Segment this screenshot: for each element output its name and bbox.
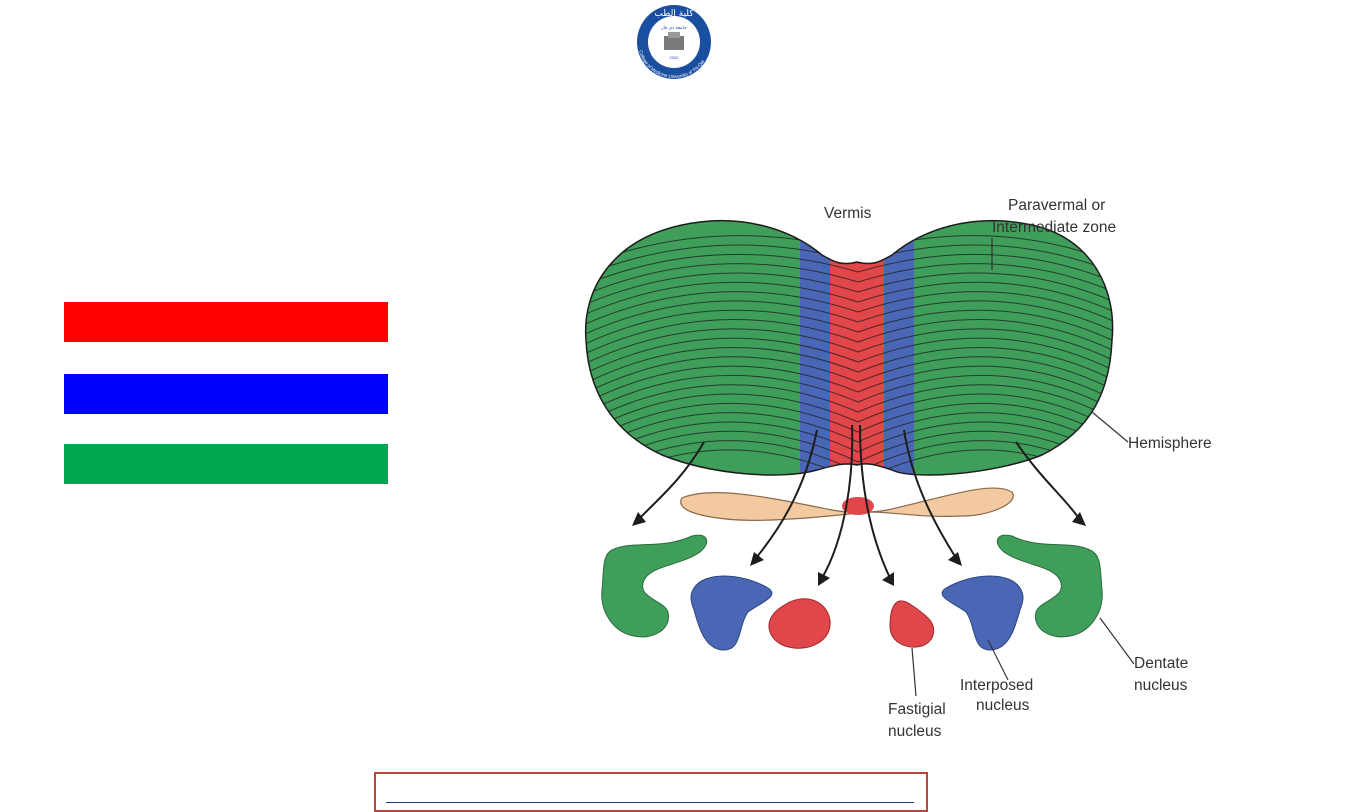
folium-line — [857, 356, 1113, 401]
folium-line — [857, 309, 1113, 351]
interposed-nucleus-left — [690, 575, 773, 651]
folium-line — [585, 356, 859, 401]
fastigial-nucleus-right — [889, 600, 935, 648]
folium-line — [585, 253, 859, 291]
folium-line — [857, 337, 1113, 381]
logo-year: 2002 — [670, 55, 680, 60]
college-logo: كلية الطب جامعة ذي قار College of Medici… — [618, 2, 730, 82]
fastigial-nucleus-left — [768, 598, 831, 649]
dentate-nucleus-right — [996, 534, 1103, 638]
label-paravermal-1: Paravermal or — [1008, 197, 1105, 214]
folium-line — [585, 347, 859, 391]
label-dentate-2: nucleus — [1134, 677, 1188, 694]
folium-line — [857, 347, 1113, 391]
folium-line — [585, 272, 859, 311]
folium-line — [857, 263, 1113, 301]
label-fastigial-2: nucleus — [888, 723, 942, 740]
label-paravermal-2: Intermediate zone — [992, 219, 1116, 236]
logo-arabic-subtitle: جامعة ذي قار — [660, 26, 686, 31]
folium-line — [585, 449, 859, 476]
label-vermis: Vermis — [824, 205, 872, 222]
projection-arrows — [637, 424, 1081, 579]
folium-line — [585, 300, 859, 341]
footer-box — [374, 772, 928, 812]
folium-line — [585, 319, 859, 361]
folium-line — [857, 449, 1113, 476]
legend-bar-blue — [64, 374, 388, 414]
cerebellum-diagram: Vermis Paravermal or Intermediate zone H… — [572, 180, 1272, 750]
folium-line — [585, 281, 859, 321]
dentate-nucleus-left — [601, 534, 708, 638]
label-interposed-2: nucleus — [976, 697, 1030, 714]
label-interposed-1: Interposed — [960, 677, 1033, 694]
folium-line — [585, 374, 859, 421]
folium-line — [857, 328, 1113, 371]
legend-bar-green — [64, 444, 388, 484]
folium-line — [857, 300, 1113, 341]
label-dentate-1: Dentate — [1134, 655, 1188, 672]
folium-line — [857, 291, 1113, 331]
folium-line — [857, 253, 1113, 291]
cerebellum-outline — [584, 219, 1114, 476]
folium-line — [857, 281, 1113, 321]
folium-line — [585, 365, 859, 411]
folium-line — [585, 309, 859, 351]
interposed-nucleus-right — [941, 575, 1024, 651]
folium-line — [585, 337, 859, 381]
folium-line — [585, 291, 859, 331]
logo-arabic-title: كلية الطب — [654, 9, 694, 19]
label-hemisphere: Hemisphere — [1128, 435, 1212, 452]
folium-line — [585, 263, 859, 301]
footer-underline — [386, 802, 914, 803]
legend-bar-red — [64, 302, 388, 342]
folium-line — [857, 272, 1113, 311]
label-fastigial-1: Fastigial — [888, 701, 946, 718]
folium-line — [857, 365, 1113, 411]
folium-line — [585, 328, 859, 371]
folium-line — [857, 319, 1113, 361]
